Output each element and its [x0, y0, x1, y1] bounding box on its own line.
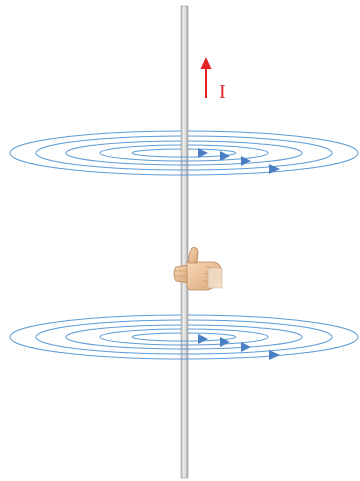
current-carrying-wire: [181, 6, 188, 478]
field-direction-arrow-icon: [198, 334, 208, 344]
field-direction-arrow-icon: [241, 156, 251, 166]
field-direction-arrow-icon: [269, 350, 280, 360]
field-direction-arrow-icon: [269, 164, 280, 174]
field-direction-arrow-icon: [220, 337, 230, 347]
current-arrow-icon: [201, 57, 212, 98]
current-label: I: [219, 82, 226, 102]
field-direction-arrow-icon: [241, 342, 251, 352]
